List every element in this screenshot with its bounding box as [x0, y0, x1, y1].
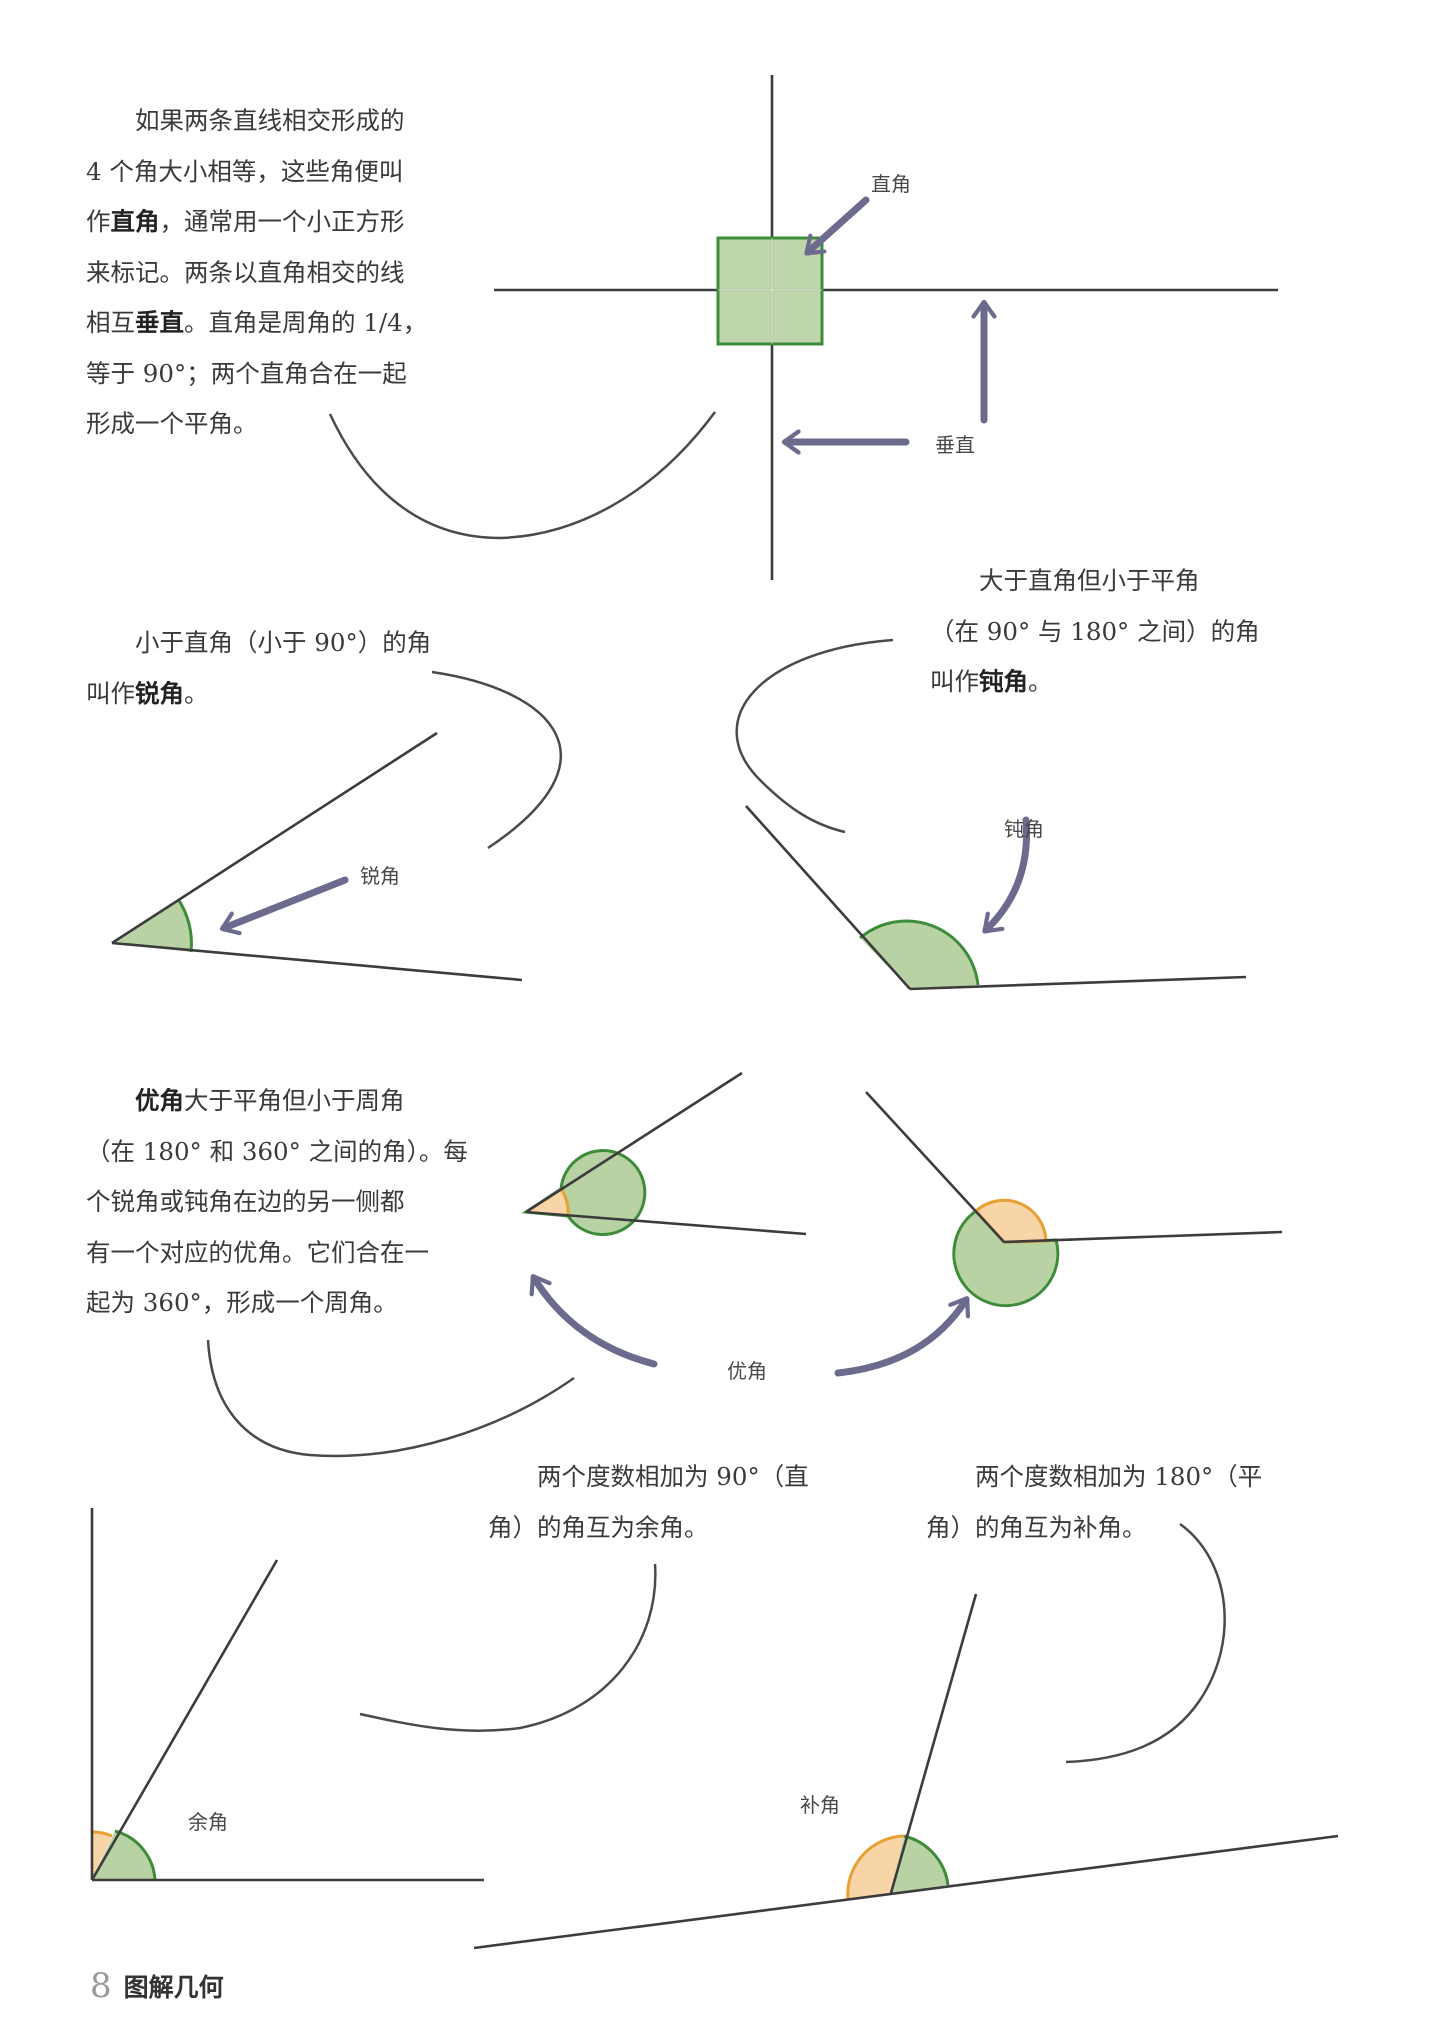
acute-angle-paragraph: 小于直角（小于 90°）的角 叫作锐角。	[86, 628, 432, 708]
right-angle-square	[716, 236, 824, 346]
decorative-curve	[359, 1563, 657, 1732]
reflex-angle-sector	[952, 1209, 1060, 1308]
term-acute-angle: 锐角	[135, 678, 184, 708]
obtuse-angle-paragraph: 大于直角但小于平角 （在 90° 与 180° 之间）的角 叫作钝角。	[930, 566, 1260, 696]
right-angle-diagram: 直角 垂直	[328, 75, 1278, 580]
complementary-angle-green	[92, 1831, 155, 1880]
decorative-curve	[206, 1339, 575, 1458]
acute-angle-diagram: 锐角	[111, 670, 562, 982]
term-reflex-angle: 优角	[135, 1086, 184, 1115]
reflex-angle-diagram-left	[521, 1071, 807, 1237]
perpendicular-label: 垂直	[935, 433, 975, 457]
reflex-angle-label: 优角	[727, 1359, 767, 1383]
book-title: 图解几何	[123, 1973, 224, 2002]
complementary-angle-label: 余角	[188, 1810, 228, 1834]
term-obtuse-angle: 钝角	[979, 667, 1028, 696]
term-perpendicular: 垂直	[135, 308, 184, 337]
term-right-angle: 直角	[110, 207, 160, 236]
acute-angle-label: 锐角	[360, 864, 400, 888]
reflex-angle-ray-lower	[525, 1210, 807, 1236]
supplementary-base-line	[473, 1834, 1339, 1950]
obtuse-angle-ray-right	[909, 975, 1247, 991]
obtuse-angle-arrow	[982, 816, 1031, 934]
supplementary-angle-green	[891, 1836, 948, 1893]
obtuse-angle-sector	[860, 921, 978, 989]
reflex-angle-ray-upper	[525, 1071, 743, 1214]
complementary-angle-diagram: 余角	[90, 1508, 657, 1882]
supplementary-angle-paragraph: 两个度数相加为 180°（平 角）的角互为补角。	[926, 1462, 1263, 1542]
supplementary-angle-orange	[847, 1836, 904, 1899]
reflex-angle-sector	[521, 1149, 647, 1237]
acute-angle-ray-lower	[111, 941, 523, 982]
acute-angle-sector	[112, 899, 192, 952]
complementary-diagonal-ray	[90, 1559, 279, 1881]
right-angle-arrow	[804, 196, 870, 256]
reflex-angle-ray-lower	[1003, 1230, 1283, 1244]
page-footer: 8 图解几何	[90, 1966, 224, 2006]
reflex-angle-ray-upper	[865, 1091, 1005, 1243]
supplementary-angle-diagram: 补角	[473, 1522, 1339, 1950]
obtuse-angle-ray-left	[745, 805, 911, 990]
decorative-curve	[1065, 1522, 1226, 1764]
supplementary-angle-label: 补角	[800, 1793, 840, 1817]
obtuse-angle-diagram: 钝角	[735, 638, 1247, 991]
decorative-curve	[735, 638, 894, 834]
right-angle-paragraph: 如果两条直线相交形成的 4 个角大小相等，这些角便叫 作直角，通常用一个小正方形…	[86, 106, 428, 438]
page-number: 8	[90, 1966, 112, 2006]
decorative-curve	[328, 411, 717, 540]
decorative-curve	[431, 670, 562, 850]
obtuse-angle-sector-small	[973, 1198, 1048, 1244]
reflex-angle-diagram-right	[865, 1091, 1283, 1308]
acute-angle-sector-small	[526, 1189, 569, 1216]
complementary-angle-orange	[92, 1831, 112, 1880]
right-angle-label: 直角	[871, 172, 911, 196]
acute-angle-arrow	[219, 876, 349, 936]
reflex-angle-arrow-left	[529, 1274, 658, 1368]
acute-angle-ray-upper	[111, 731, 438, 945]
reflex-angle-arrow-right	[834, 1296, 971, 1377]
obtuse-angle-label: 钝角	[1004, 817, 1044, 841]
complementary-angle-paragraph: 两个度数相加为 90°（直 角）的角互为余角。	[488, 1462, 809, 1542]
reflex-angle-paragraph: 优角大于平角但小于周角 （在 180° 和 360° 之间的角）。每 个锐角或钝…	[86, 1086, 468, 1317]
supplementary-ray	[889, 1593, 978, 1894]
